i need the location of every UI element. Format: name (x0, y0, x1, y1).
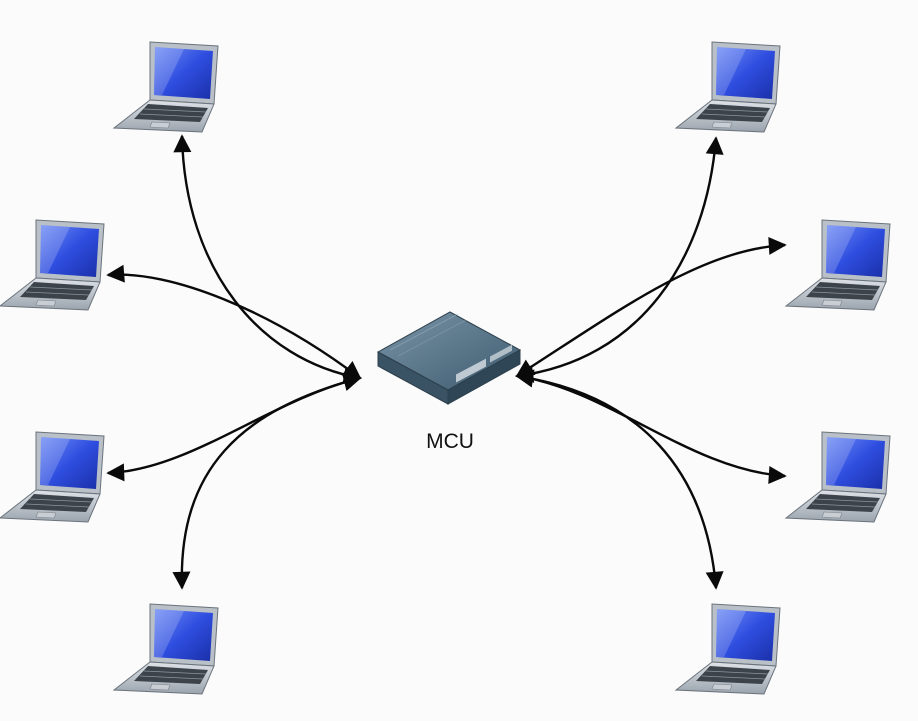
laptop-icon (785, 431, 891, 523)
laptop-icon (0, 219, 105, 311)
laptop-icon (675, 41, 781, 133)
hub-label: MCU (426, 430, 474, 453)
link-mid-right-upper (515, 236, 787, 378)
link-top-left (173, 134, 362, 384)
link-bottom-left (172, 373, 362, 590)
link-mid-right-lower (515, 369, 787, 484)
link-mid-left-lower (106, 373, 362, 482)
connections (106, 134, 787, 590)
link-top-right (515, 136, 724, 383)
network-server-icon (376, 311, 522, 405)
laptop-icon (113, 41, 219, 133)
link-bottom-right (515, 369, 724, 590)
laptop-icon (113, 603, 219, 695)
laptop-icon (0, 431, 105, 523)
laptop-icon (675, 603, 781, 695)
link-mid-left-upper (106, 264, 362, 380)
laptop-icon (785, 219, 891, 311)
